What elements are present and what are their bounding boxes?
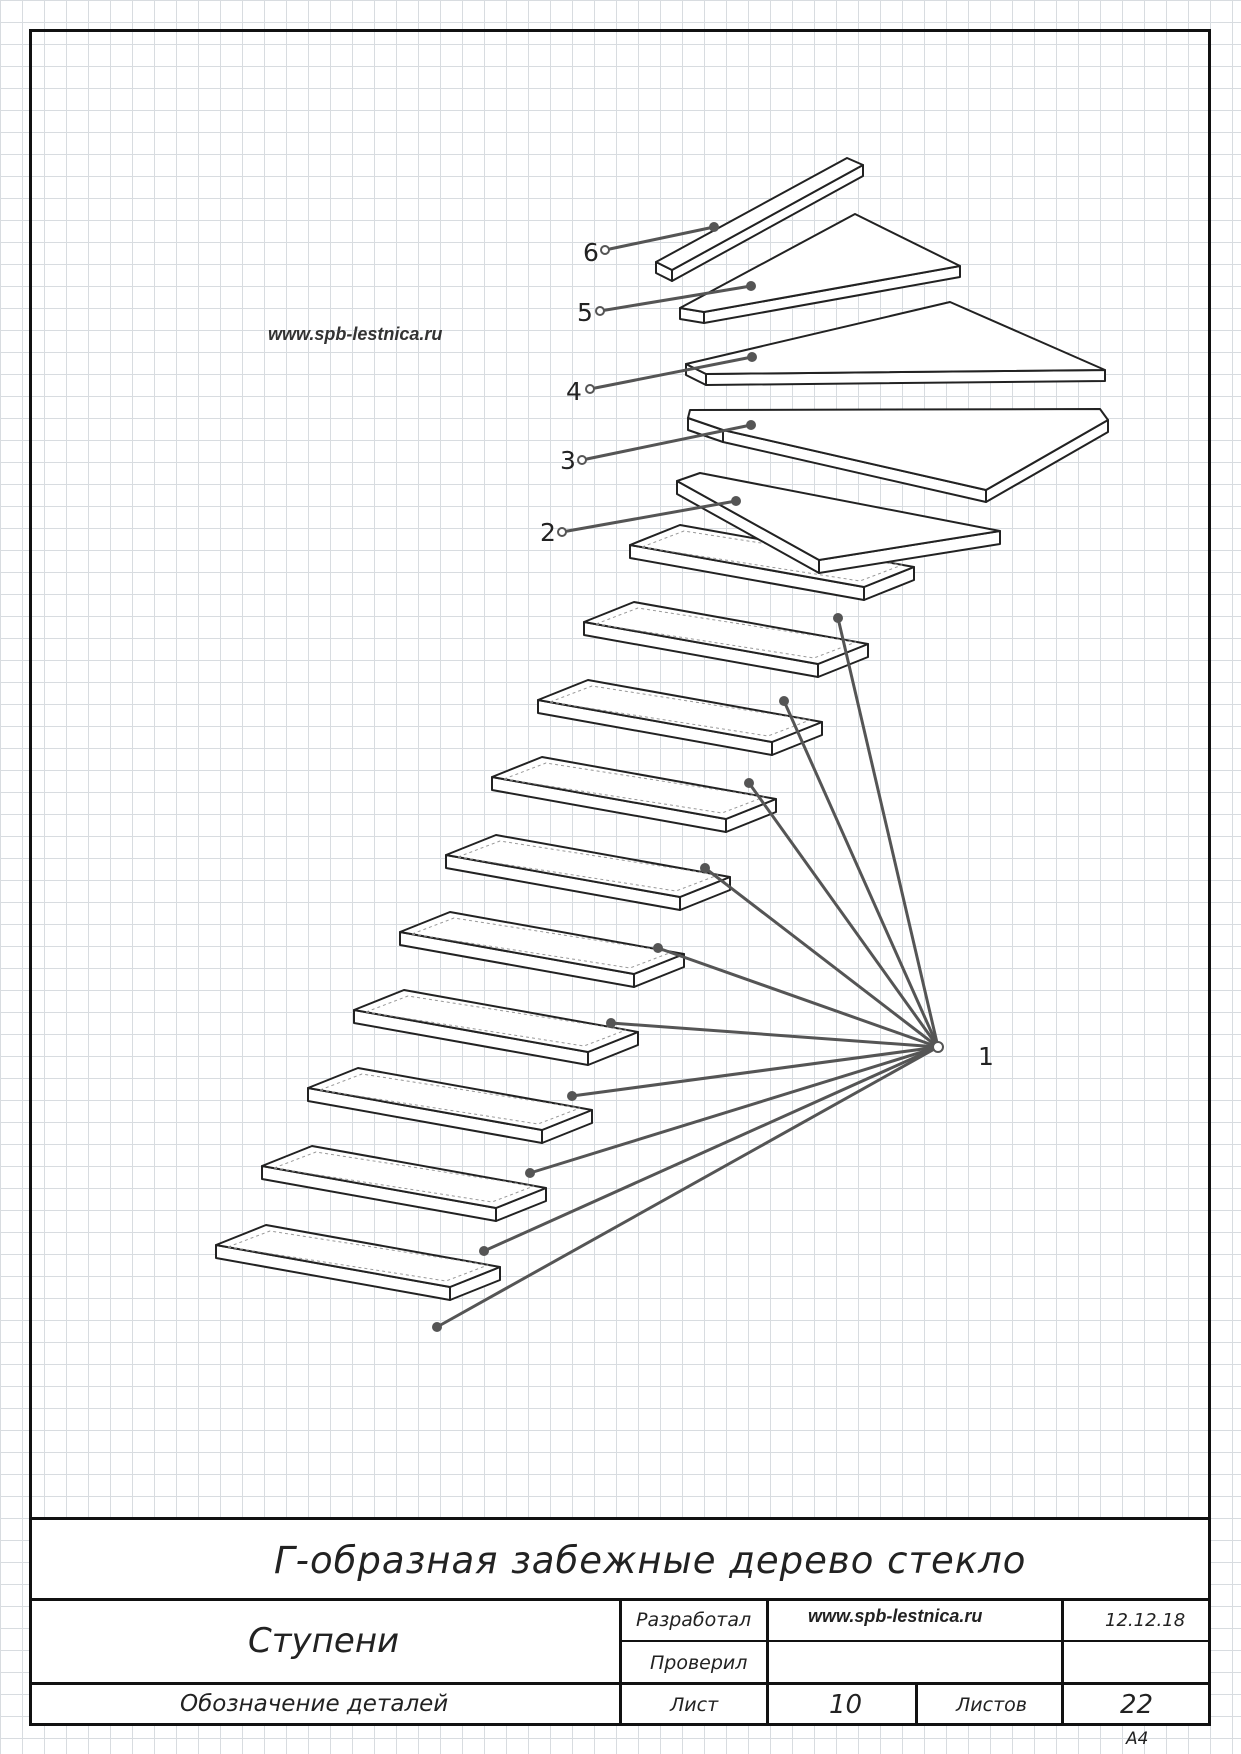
callout-ring-5 xyxy=(595,306,605,316)
tread-6-inset xyxy=(457,840,719,892)
leader-dot-1-7 xyxy=(700,863,710,873)
tread-8-top xyxy=(537,679,823,743)
tread-3-top xyxy=(307,1067,593,1131)
leader-dot-6 xyxy=(709,222,719,232)
leader-4 xyxy=(589,355,753,391)
callout-ring-2 xyxy=(557,527,567,537)
leader-dot-1-5 xyxy=(606,1018,616,1028)
leader-1-4 xyxy=(571,1045,939,1098)
tread-4-inset xyxy=(365,995,627,1047)
callout-ring-4 xyxy=(585,384,595,394)
leader-1-10 xyxy=(836,617,940,1048)
leader-1-5 xyxy=(610,1021,939,1049)
website-watermark: www.spb-lestnica.ru xyxy=(268,324,443,344)
leader-dot-4 xyxy=(747,352,757,362)
leader-5 xyxy=(599,284,752,313)
leader-3 xyxy=(581,423,752,462)
leader-dot-1-4 xyxy=(567,1091,577,1101)
part-name: Ступени xyxy=(248,1621,400,1661)
tread-9-inset xyxy=(595,607,857,659)
tread-10-inset xyxy=(641,530,903,582)
callout-label-6: 6 xyxy=(583,238,599,267)
developed-value: www.spb-lestnica.ru xyxy=(808,1606,983,1626)
leader-1-3 xyxy=(529,1045,939,1175)
leader-1-7 xyxy=(704,866,939,1049)
tread-2-inset xyxy=(273,1151,535,1203)
paper-format: А4 xyxy=(1126,1729,1149,1749)
checked-label: Проверил xyxy=(650,1652,748,1674)
tread-7-top xyxy=(491,756,777,820)
leader-dot-3 xyxy=(746,420,756,430)
tread-7-inset xyxy=(503,762,765,814)
drawing-type: Обозначение деталей xyxy=(180,1691,449,1717)
callout-hub-1 xyxy=(932,1041,944,1053)
leader-1-9 xyxy=(782,700,940,1048)
winder-4-top xyxy=(685,301,1106,375)
sheet-number: 10 xyxy=(829,1690,863,1720)
tread-3-inset xyxy=(319,1073,581,1125)
drawing-title: Г-образная забежные дерево стекло xyxy=(274,1539,1027,1582)
callout-label-5: 5 xyxy=(577,298,593,327)
tread-6-top xyxy=(445,834,731,898)
tread-2-top xyxy=(261,1145,547,1209)
leader-dot-1-3 xyxy=(525,1168,535,1178)
leader-1-2 xyxy=(483,1045,939,1253)
tread-10-top xyxy=(629,524,915,588)
leader-1-1 xyxy=(436,1045,939,1329)
date-value: 12.12.18 xyxy=(1105,1610,1186,1631)
leader-dot-1-6 xyxy=(653,943,663,953)
winder-6-top xyxy=(655,157,864,271)
callout-label-1: 1 xyxy=(978,1042,994,1071)
leader-dot-1-2 xyxy=(479,1246,489,1256)
callout-label-2: 2 xyxy=(540,518,556,547)
tread-1-top xyxy=(215,1224,501,1288)
leader-dot-1-9 xyxy=(779,696,789,706)
tread-1-inset xyxy=(227,1230,489,1282)
sheets-total: 22 xyxy=(1120,1690,1154,1720)
leader-2 xyxy=(561,499,737,534)
tread-8-inset xyxy=(549,685,811,737)
leader-dot-2 xyxy=(731,496,741,506)
leader-6 xyxy=(604,225,715,252)
callout-label-3: 3 xyxy=(560,446,576,475)
leader-dot-5 xyxy=(746,281,756,291)
tread-4-top xyxy=(353,989,639,1053)
leader-dot-1-1 xyxy=(432,1322,442,1332)
sheets-label: Листов xyxy=(956,1694,1027,1716)
leader-1-6 xyxy=(657,946,939,1049)
tread-5-top xyxy=(399,911,685,975)
sheet-label: Лист xyxy=(670,1694,719,1716)
leader-dot-1-8 xyxy=(744,778,754,788)
developed-label: Разработал xyxy=(636,1609,752,1631)
leader-1-8 xyxy=(747,782,940,1048)
callout-ring-6 xyxy=(600,245,610,255)
leader-dot-1-10 xyxy=(833,613,843,623)
winder-2-top xyxy=(676,472,1001,561)
tread-9-top xyxy=(583,601,869,665)
callout-ring-3 xyxy=(577,455,587,465)
callout-label-4: 4 xyxy=(566,377,582,406)
